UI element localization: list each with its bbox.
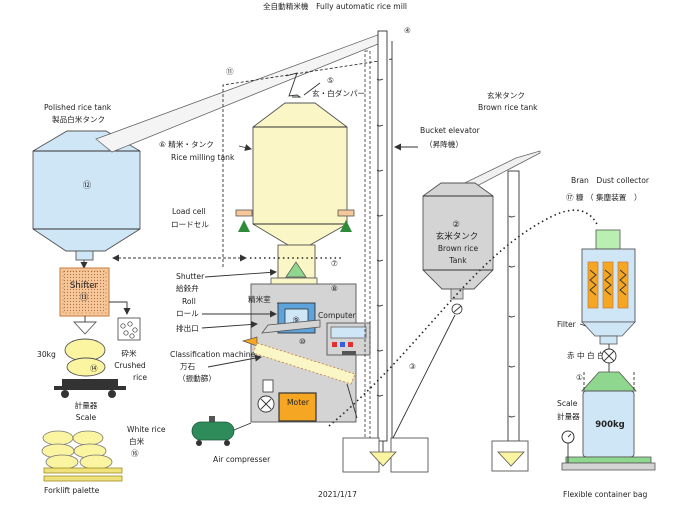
kg30-label: 30kg — [37, 350, 56, 359]
tank-number-2: ② — [452, 220, 460, 230]
flexible-container-scale: ① 900kg Scale 計量器 Flexible container bag — [557, 371, 656, 499]
bran-dotted-line — [328, 209, 599, 427]
brown-rice-jp: 玄米タンク — [487, 90, 525, 100]
n8-label: ⑧ — [331, 284, 338, 293]
bucket-elevator-en: Bucket elevator — [420, 126, 481, 135]
forklift-label: Forklift palette — [44, 486, 100, 495]
n5-label: ⑤ — [327, 76, 334, 85]
tank-number-12: ⑫ — [83, 181, 92, 191]
scale-en: Scale — [76, 413, 97, 422]
rice-mill-en: Rice milling tank — [171, 153, 235, 162]
load-cell-jp: ロードセル — [171, 220, 209, 229]
air-compressor-label: Air compresser — [213, 455, 271, 464]
n3-label: ③ — [409, 362, 416, 371]
polished-tank-label-jp: 製品白米タンク — [52, 114, 105, 124]
n4-label: ④ — [404, 26, 411, 35]
crushed-rice-en: Crushed — [114, 361, 146, 370]
n16-label: ⑯ — [131, 449, 139, 458]
white-rice-pallet: White rice 白米 ⑯ Forklift palette — [41, 425, 166, 495]
shifter: Shifter ⑬ — [59, 267, 131, 335]
shifter-number: ⑬ — [80, 293, 89, 303]
brown-tank-jp: 玄米タンク — [436, 231, 479, 242]
white-rice-en: White rice — [127, 425, 166, 434]
bran-dust-label: Bran Dust collector — [571, 176, 650, 185]
n14-label: ⑭ — [90, 364, 98, 373]
brown-tank-en2: Tank — [448, 256, 467, 265]
roll-en: Roll — [182, 297, 196, 306]
date-label: 2021/1/17 — [318, 490, 357, 499]
air-compressor: Air compresser — [191, 416, 271, 464]
brown-rice-tank: 玄米タンク Brown rice tank ② 玄米タンク Brown rice… — [392, 90, 541, 472]
polished-rice-tank: Polished rice tank 製品白米タンク ⑫ — [32, 103, 141, 269]
bucket-elevator-jp: （昇降機） — [425, 139, 463, 149]
computer-label: Computer — [318, 311, 357, 320]
n7-label: ⑦ — [331, 259, 338, 268]
page-title: 全自動精米機 Fully automatic rice mill — [263, 1, 407, 11]
scale2-en: Scale — [557, 399, 578, 408]
seimaishitsu-label: 精米室 — [248, 294, 271, 304]
scale-jp: 計量器 — [75, 400, 98, 410]
brown-tank-en1: Brown rice — [438, 244, 479, 253]
flexible-bag-label: Flexible container bag — [563, 490, 648, 499]
roll-jp: ロール — [176, 309, 199, 318]
crushed-rice-jp: 砕米 — [121, 348, 137, 358]
classification-jp2: （振動篩） — [178, 373, 216, 383]
crushed-rice-en2: rice — [133, 373, 147, 382]
kg900-label: 900kg — [595, 420, 624, 430]
filter-label: Filter — [557, 320, 577, 329]
scale2-jp: 計量器 — [557, 411, 580, 421]
damper-label: 玄・白ダンパー — [312, 88, 365, 98]
light-label: 赤 中 白 白 — [567, 350, 605, 360]
shutter-jp: 給穀弁 — [176, 283, 199, 293]
milling-machine: ⑧ Roll ロール 精米室 ⑨ 排出口 Computer ⑩ Classifi… — [170, 277, 371, 423]
white-rice-jp: 白米 — [129, 436, 145, 446]
n10-label: ⑩ — [299, 337, 306, 346]
load-cell-en: Load cell — [172, 207, 206, 216]
motor-label: Moter — [287, 398, 310, 407]
bran-jp-label: ⑰ 糠 （ 集塵装置 ） — [566, 192, 642, 202]
crushed-rice-box: 砕米 Crushed rice — [114, 317, 147, 382]
classification-en: Classification machine — [170, 350, 256, 359]
rice-milling-tank: ⑥ 精米・タンク Rice milling tank Load cell ロード… — [159, 102, 355, 293]
polished-tank-label-en: Polished rice tank — [44, 103, 112, 112]
rice-mill-jp: ⑥ 精米・タンク — [159, 139, 214, 149]
polished-tank-outlet — [75, 250, 94, 261]
classification-jp1: 万石 — [180, 362, 196, 371]
polished-tank-body — [32, 130, 141, 252]
outlet-label: 排出口 — [176, 323, 199, 333]
n1-label: ① — [576, 373, 583, 382]
bucket-elevator: Bucket elevator （昇降機） — [342, 30, 481, 473]
n9-label: ⑨ — [292, 316, 300, 326]
dust-collector: Bran Dust collector ⑰ 糠 （ 集塵装置 ） Filter … — [557, 176, 650, 372]
n11-label: ⑪ — [226, 67, 234, 76]
left-scale: 30kg ⑭ 計量器 Scale — [37, 338, 126, 422]
shutter-en: Shutter — [176, 272, 205, 281]
shifter-label: Shifter — [70, 281, 99, 291]
brown-rice-en: Brown rice tank — [478, 103, 538, 112]
